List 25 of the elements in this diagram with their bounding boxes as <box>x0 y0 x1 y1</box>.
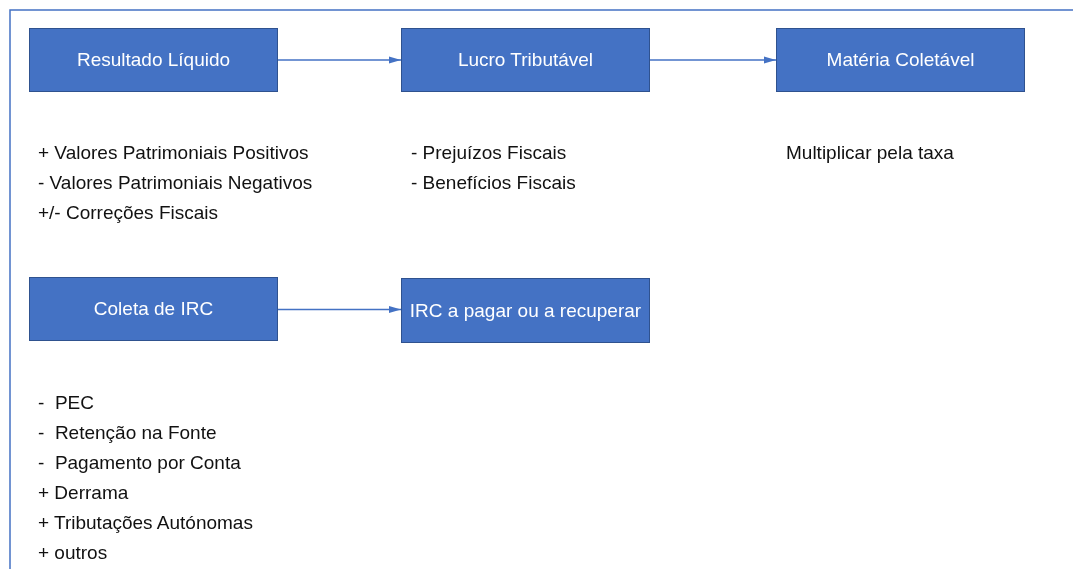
note-text: +/- Correções Fiscais <box>38 203 219 222</box>
note-text: + outros <box>38 543 108 562</box>
note-text: - Valores Patrimoniais Negativos <box>38 173 313 192</box>
process-box <box>401 28 650 92</box>
arrow <box>649 56 777 64</box>
box-label: Resultado Líquido <box>75 48 232 72</box>
process-box <box>29 277 278 341</box>
note-text: - Retenção na Fonte <box>38 423 217 442</box>
note-text: - Benefícios Fiscais <box>411 173 576 192</box>
process-box <box>401 278 650 343</box>
note-text: - PEC <box>38 393 94 412</box>
box-label: Lucro Tributável <box>456 48 595 72</box>
process-box <box>29 28 278 92</box>
note-text: + Valores Patrimoniais Positivos <box>38 143 309 162</box>
note-text: - Prejuízos Fiscais <box>411 143 567 162</box>
box-label: Coleta de IRC <box>92 297 215 321</box>
note-text: + Tributações Autónomas <box>38 513 253 532</box>
note-text: + Derrama <box>38 483 129 502</box>
process-box <box>776 28 1025 92</box>
note-text: - Pagamento por Conta <box>38 453 241 472</box>
arrow <box>277 305 402 314</box>
box-label: Matéria Coletável <box>825 48 976 72</box>
box-label: IRC a pagar ou a recuperar <box>408 298 643 323</box>
note-text: Multiplicar pela taxa <box>786 143 954 162</box>
arrow <box>277 56 402 64</box>
